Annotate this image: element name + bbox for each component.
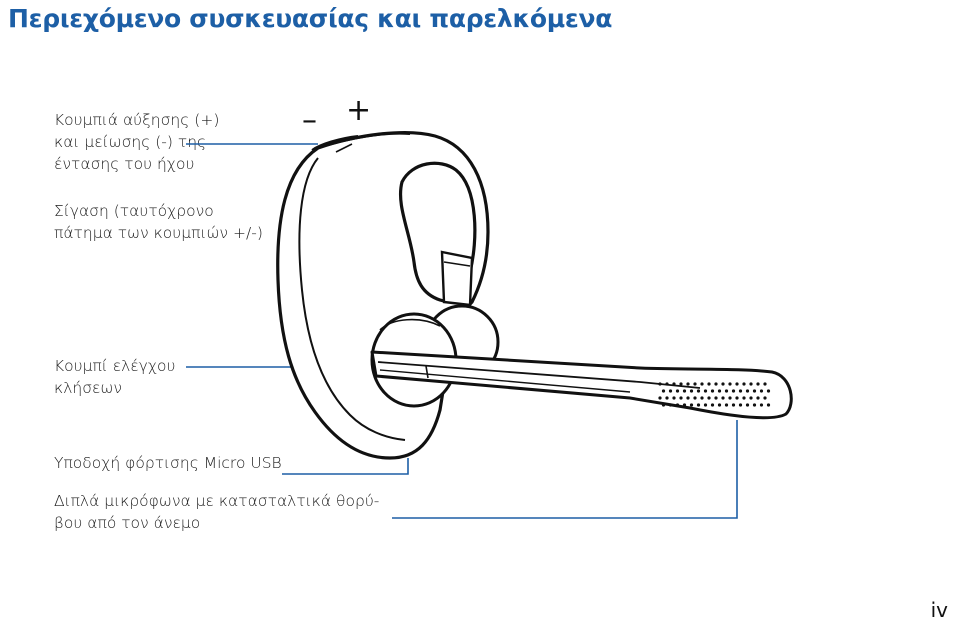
grille-dot: [710, 389, 715, 393]
grille-dot: [724, 389, 729, 393]
grille-dot: [724, 403, 729, 407]
grille-dot: [756, 396, 760, 400]
grille-dot: [693, 382, 697, 386]
volume-buttons-label: Κουμπιά αύξησης (+) και μείωσης (-) της …: [54, 109, 219, 175]
grille-dot: [752, 389, 757, 393]
grille-dot: [731, 389, 736, 393]
grille-dot: [717, 403, 722, 407]
grille-dot: [717, 389, 722, 393]
grille-dot: [749, 396, 753, 400]
grille-dot: [696, 403, 701, 407]
grille-dot: [707, 396, 711, 400]
grille-dot: [721, 396, 725, 400]
call-control-label: Κουμπί ελέγχου κλήσεων: [54, 355, 175, 399]
volume-label-line-1: Κουμπιά αύξησης (+): [54, 111, 220, 129]
grille-dot: [763, 396, 767, 400]
grille-dot: [735, 382, 739, 386]
grille-dot: [763, 382, 767, 386]
grille-dot: [759, 403, 764, 407]
grille-dot: [675, 389, 680, 393]
plus-symbol: +: [346, 93, 371, 128]
grille-dot: [703, 389, 708, 393]
mute-label-line-2: πάτημα των κουμπιών +/-): [54, 224, 263, 242]
page-title: Περιεχόμενο συσκευασίας και παρελκόμενα: [8, 4, 613, 33]
grille-dot: [672, 382, 676, 386]
grille-dot: [672, 396, 676, 400]
microphones-label: Διπλά μικρόφωνα με κατασταλτικά θορύ- βο…: [54, 490, 379, 534]
earbud-stem: [440, 250, 474, 307]
grille-dot: [661, 403, 666, 407]
body-top-contour: [317, 132, 411, 149]
grille-dot: [759, 389, 764, 393]
grille-dot: [749, 382, 753, 386]
grille-dot: [675, 403, 680, 407]
charging-port-label-line-1: Υποδοχή φόρτισης Micro USB: [54, 454, 282, 472]
grille-dot: [686, 382, 690, 386]
grille-dot: [665, 396, 669, 400]
grille-dot: [756, 382, 760, 386]
body-inner-contour: [298, 157, 406, 441]
minus-symbol: –: [302, 103, 317, 138]
grille-dot: [696, 389, 701, 393]
call-control-label-line-1: Κουμπί ελέγχου: [54, 357, 176, 375]
grille-dot: [682, 389, 687, 393]
mute-button-ridge: [335, 143, 353, 153]
charging-port-label: Υποδοχή φόρτισης Micro USB: [54, 452, 282, 474]
charging-port-leader-line: [282, 458, 409, 475]
grille-dot: [728, 396, 732, 400]
volume-label-line-2: και μείωσης (-) της: [54, 133, 207, 151]
grille-dot: [745, 403, 750, 407]
grille-dot: [668, 403, 673, 407]
grille-dot: [738, 389, 743, 393]
grille-dot: [738, 403, 743, 407]
grille-dot: [710, 403, 715, 407]
grille-dot: [686, 396, 690, 400]
grille-dot: [679, 382, 683, 386]
grille-dot: [689, 389, 694, 393]
mute-label-line-1: Σίγαση (ταυτόχρονο: [54, 202, 214, 220]
grille-dot: [742, 382, 746, 386]
microphones-label-line-1: Διπλά μικρόφωνα με κατασταλτικά θορύ-: [54, 492, 380, 510]
grille-dot: [752, 403, 757, 407]
grille-dot: [703, 403, 708, 407]
call-control-label-line-2: κλήσεων: [54, 379, 123, 397]
grille-dot: [682, 403, 687, 407]
grille-dot: [707, 382, 711, 386]
mute-label: Σίγαση (ταυτόχρονο πάτημα των κουμπιών +…: [54, 200, 263, 244]
grille-dot: [745, 389, 750, 393]
grille-dot: [679, 396, 683, 400]
grille-dot: [766, 403, 771, 407]
grille-dot: [658, 396, 662, 400]
microphones-leader-line: [392, 420, 738, 519]
grille-dot: [714, 396, 718, 400]
grille-dot: [735, 396, 739, 400]
volume-label-line-3: έντασης του ήχου: [54, 155, 195, 173]
grille-dot: [766, 389, 771, 393]
grille-dot: [668, 389, 673, 393]
grille-dot: [728, 382, 732, 386]
grille-dot: [714, 382, 718, 386]
grille-dot: [665, 382, 669, 386]
grille-dot: [661, 389, 666, 393]
boom-arm: [370, 350, 793, 420]
grille-dot: [721, 382, 725, 386]
grille-dot: [658, 382, 662, 386]
grille-dot: [693, 396, 697, 400]
microphones-label-line-2: βου από τον άνεμο: [54, 514, 201, 532]
volume-button: [311, 135, 359, 151]
page-number: iv: [930, 598, 948, 622]
grille-dot: [742, 396, 746, 400]
microphone-grille: [658, 382, 771, 407]
grille-dot: [731, 403, 736, 407]
grille-dot: [700, 382, 704, 386]
grille-dot: [689, 403, 694, 407]
grille-dot: [700, 396, 704, 400]
